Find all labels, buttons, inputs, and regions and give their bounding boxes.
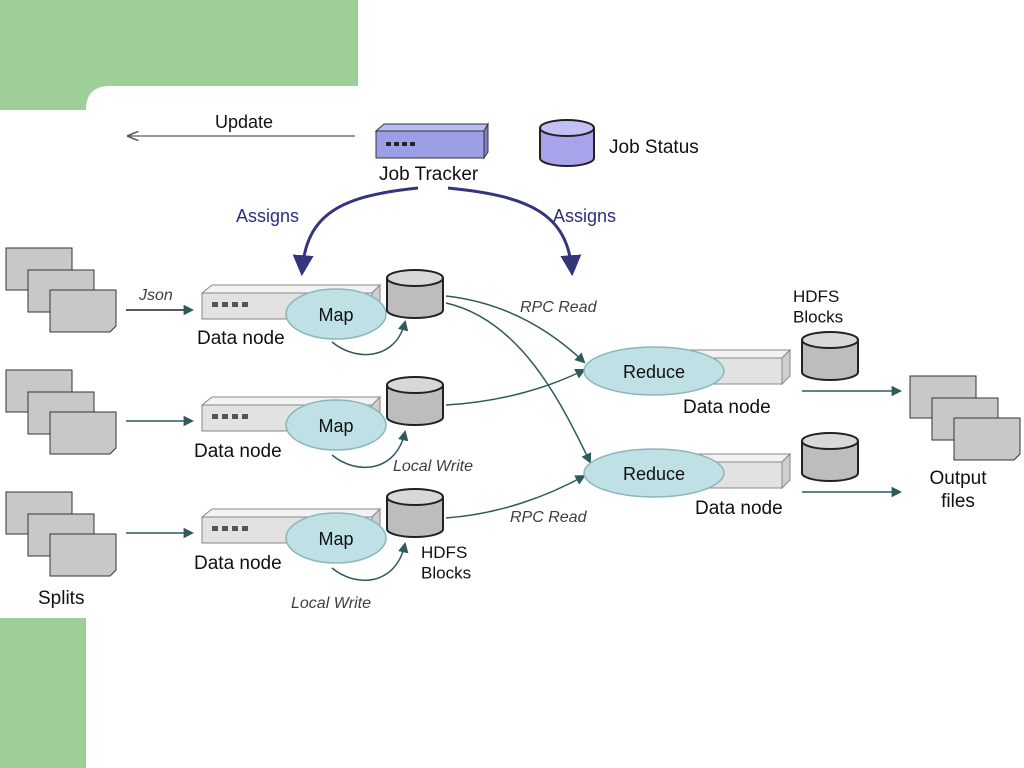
map-hdfs-blocks-text: HDFS <box>421 543 467 562</box>
split-files-icon-2 <box>5 369 117 455</box>
assigns-left-label: Assigns <box>236 206 299 226</box>
local-write-label-mid: Local Write <box>393 458 473 475</box>
local-write-arrow-1 <box>331 319 409 356</box>
rpc-read-label-bottom: RPC Read <box>510 509 588 526</box>
rpc-read-arrow-3 <box>445 369 586 406</box>
splits-label: Splits <box>38 588 84 609</box>
reduce-hdfs-blocks-text-line-2: Blocks <box>793 307 843 326</box>
map-label-1: Map <box>318 305 353 325</box>
local-write-label-bottom: Local Write <box>291 595 371 612</box>
assigns-right-label: Assigns <box>553 206 616 226</box>
green-bar-bottom <box>0 618 86 768</box>
rpc-read-arrow-4 <box>445 474 586 519</box>
map-hdfs-blocks-text-line-2: Blocks <box>421 563 471 582</box>
map-hdfs-database-icon-1 <box>386 269 444 319</box>
local-write-arrow-3 <box>331 541 409 581</box>
map-label-3: Map <box>318 529 353 549</box>
map-ellipse-1 <box>285 288 387 340</box>
output-files-text: Output <box>929 468 987 489</box>
white-panel-corner <box>86 86 358 110</box>
reduce-label-2: Reduce <box>623 464 685 484</box>
job-tracker-label: Job Tracker <box>379 164 479 185</box>
rpc-read-arrow-2 <box>445 302 592 464</box>
split-files-icon-1 <box>5 247 117 333</box>
map-hdfs-database-icon-2 <box>386 376 444 426</box>
map-ellipse-3 <box>285 512 387 564</box>
map-label-2: Map <box>318 416 353 436</box>
reduce-hdfs-database-icon-1 <box>801 331 859 381</box>
output-files-icon <box>909 375 1021 461</box>
reduce-ellipse-1 <box>583 346 725 396</box>
map-data-node-label-1: Data node <box>197 328 285 349</box>
assigns-left-arrow <box>292 186 419 277</box>
rpc-read-label-top: RPC Read <box>520 299 598 316</box>
map-data-node-label-3: Data node <box>194 553 282 574</box>
reduce-ellipse-2 <box>583 448 725 498</box>
map-hdfs-database-icon-3 <box>386 488 444 538</box>
reduce-label-1: Reduce <box>623 362 685 382</box>
local-write-arrow-2 <box>331 429 409 469</box>
split-files-icon-3 <box>5 491 117 577</box>
update-label: Update <box>215 112 273 132</box>
map-ellipse-2 <box>285 399 387 451</box>
job-tracker-icon <box>374 122 489 160</box>
reduce-hdfs-blocks-text: HDFS <box>793 287 839 306</box>
reduce-data-node-label-1: Data node <box>683 397 771 418</box>
rpc-read-arrow-1 <box>445 295 586 364</box>
reduce-data-node-label-2: Data node <box>695 498 783 519</box>
job-status-label: Job Status <box>609 137 699 158</box>
job-status-database-icon <box>539 119 595 167</box>
reduce-hdfs-database-icon-2 <box>801 432 859 482</box>
output-files-text-line-2: files <box>941 491 975 512</box>
map-data-node-label-2: Data node <box>194 441 282 462</box>
assigns-right-arrow <box>447 186 582 277</box>
json-label: Json <box>138 287 173 304</box>
